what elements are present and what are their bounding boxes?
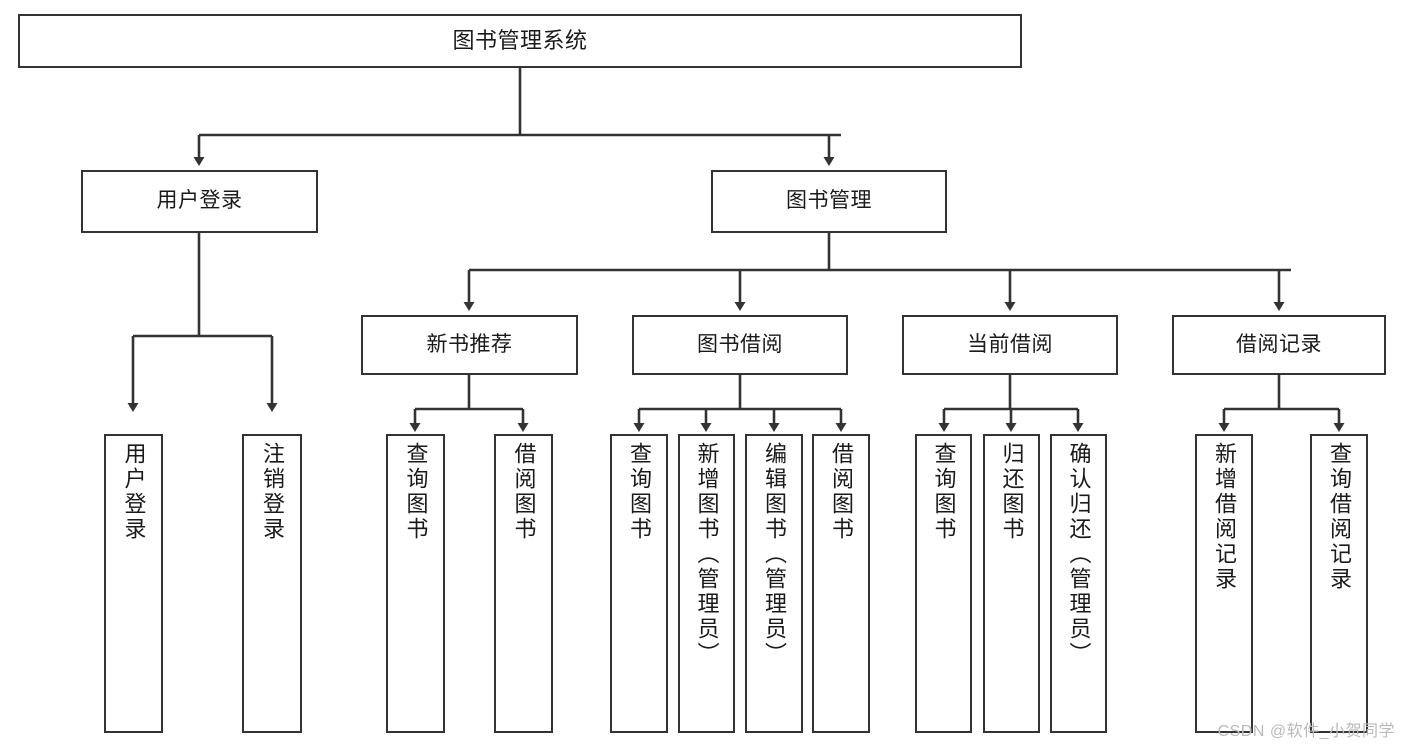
node-label: 查询图书 (403, 442, 429, 542)
node-label: 借阅记录 (1236, 332, 1322, 356)
leaf-borrow-query-book[interactable]: 查询图书 (610, 434, 668, 733)
node-label: 用户登录 (121, 442, 147, 542)
leaf-user-login-signin[interactable]: 用户登录 (104, 434, 163, 733)
node-label: 查询图书 (931, 442, 957, 542)
node-label: 当前借阅 (967, 332, 1053, 356)
node-label: 确认归还（管理员） (1066, 442, 1092, 667)
node-user-login[interactable]: 用户登录 (81, 170, 318, 233)
node-root-system[interactable]: 图书管理系统 (18, 14, 1022, 68)
leaf-current-confirm-return-admin[interactable]: 确认归还（管理员） (1050, 434, 1107, 733)
leaf-record-query-record[interactable]: 查询借阅记录 (1310, 434, 1368, 733)
csdn-watermark: CSDN @软件_小贺同学 (1217, 723, 1395, 740)
node-label: 图书借阅 (697, 332, 783, 356)
node-label: 查询图书 (627, 442, 652, 542)
node-borrow-record[interactable]: 借阅记录 (1172, 315, 1386, 375)
leaf-record-add-record[interactable]: 新增借阅记录 (1195, 434, 1253, 733)
node-label: 图书管理 (786, 189, 872, 213)
leaf-borrow-add-book-admin[interactable]: 新增图书（管理员） (678, 434, 735, 733)
node-label: 注销登录 (260, 442, 285, 542)
leaf-user-login-signout[interactable]: 注销登录 (242, 434, 302, 733)
leaf-current-query-book[interactable]: 查询图书 (915, 434, 972, 733)
node-label: 新书推荐 (426, 332, 513, 356)
node-label: 借阅图书 (511, 442, 537, 542)
node-label: 编辑图书（管理员） (762, 442, 787, 667)
node-label: 借阅图书 (829, 442, 854, 542)
node-label: 图书管理系统 (452, 28, 588, 54)
node-new-book-recommend[interactable]: 新书推荐 (361, 315, 578, 375)
node-label: 归还图书 (999, 442, 1025, 542)
leaf-borrow-edit-book-admin[interactable]: 编辑图书（管理员） (745, 434, 803, 733)
node-label: 新增图书（管理员） (694, 442, 720, 667)
leaf-recommend-query-book[interactable]: 查询图书 (386, 434, 445, 733)
node-label: 查询借阅记录 (1327, 442, 1352, 592)
leaf-current-return-book[interactable]: 归还图书 (983, 434, 1040, 733)
node-book-borrow[interactable]: 图书借阅 (632, 315, 848, 375)
leaf-borrow-borrow-book[interactable]: 借阅图书 (812, 434, 870, 733)
leaf-recommend-borrow-book[interactable]: 借阅图书 (494, 434, 553, 733)
node-current-borrow[interactable]: 当前借阅 (902, 315, 1118, 375)
node-book-management[interactable]: 图书管理 (711, 170, 947, 233)
node-label: 新增借阅记录 (1212, 442, 1237, 592)
node-label: 用户登录 (156, 189, 243, 213)
